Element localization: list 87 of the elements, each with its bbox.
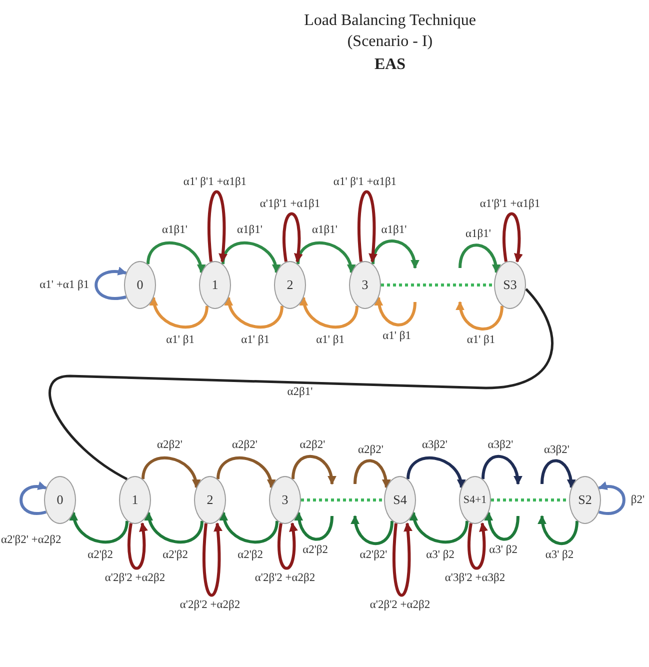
edge-label: α1β1': [464, 227, 492, 241]
state-node: 1: [119, 476, 151, 524]
arrow: [374, 296, 416, 326]
arrow: [351, 515, 394, 545]
arrow: [220, 512, 278, 544]
edge-label: α2β2': [156, 438, 184, 452]
state-node: 2: [274, 261, 306, 309]
edge-label: α1' β'1 +α1β1: [332, 174, 398, 189]
edge-label: α3β2': [486, 438, 514, 452]
edge-label: α1' β'1 +α1β1: [182, 174, 248, 189]
state-node: 3: [349, 261, 381, 309]
state-node: 3: [269, 476, 301, 524]
state-node: 0: [124, 261, 156, 309]
arrow: [484, 512, 520, 541]
edge-label: α1β1': [380, 223, 408, 238]
self-loop-arrow: [128, 522, 148, 570]
arrow: [540, 459, 576, 488]
edge-label: α'2β'2 +α2β2: [178, 598, 242, 612]
state-node: 0: [44, 476, 76, 524]
edge-label: α1β1': [310, 223, 338, 238]
dotted-line: [491, 498, 569, 502]
arrow: [142, 456, 200, 488]
self-loop-arrow: [278, 522, 298, 570]
arrow: [456, 301, 504, 330]
self-loop-arrow: [20, 482, 47, 515]
arrow: [294, 512, 334, 541]
arrow: [482, 455, 522, 485]
self-loop-arrow: [282, 212, 303, 263]
arrow: [145, 512, 204, 544]
edge-label: α2'β2: [302, 543, 330, 557]
arrow: [354, 459, 390, 488]
arrow: [70, 512, 128, 544]
edge-label: α1' β1: [165, 332, 196, 347]
edge-label: α1' β1: [382, 329, 412, 343]
self-loop-arrow: [392, 522, 412, 596]
edge-label: α2β2': [356, 443, 384, 457]
edge-label: α3' β2: [425, 548, 456, 562]
state-node: 2: [194, 476, 226, 524]
edge-label: α3β2': [542, 443, 570, 457]
edge-label: α2β1': [286, 385, 314, 399]
edge-label: α2'β2: [162, 548, 190, 562]
arrow: [292, 455, 336, 485]
dotted-line: [301, 498, 384, 502]
edge-label: α3' β2: [488, 543, 518, 557]
edge-label: α'2β'2 +α2β2: [254, 571, 316, 586]
state-node: S4: [384, 476, 416, 524]
edge-label: α1β1': [236, 223, 264, 238]
self-loop-arrow: [202, 522, 222, 596]
edge-label: α2'β2: [86, 548, 114, 562]
edge-label: α1' β1: [240, 332, 270, 347]
state-node: S2: [569, 476, 601, 524]
edge-label: α1' +α1 β1: [38, 278, 90, 292]
edge-label: α'2β'2 +α2β2: [104, 571, 166, 586]
self-loop-arrow: [208, 190, 228, 263]
state-node: 1: [199, 261, 231, 309]
arrow: [538, 515, 578, 545]
arrow: [296, 242, 355, 274]
edge-label: α3β2': [420, 438, 448, 452]
edge-label: α2'β2: [236, 548, 264, 562]
edge-label: β2': [630, 493, 646, 507]
self-loop-arrow: [502, 212, 523, 263]
connector-line: [48, 288, 554, 480]
state-node: S3: [494, 261, 526, 309]
edge-label: α'1β'1 +α1β1: [258, 196, 322, 211]
self-loop-arrow: [358, 190, 378, 263]
edge-label: α2β2': [230, 438, 258, 452]
edge-label: α1β1': [160, 223, 188, 238]
edge-label: α'3β'2 +α3β2: [444, 571, 506, 586]
self-loop-arrow: [598, 482, 626, 515]
arrow: [222, 242, 280, 274]
self-loop-arrow: [94, 267, 127, 300]
state-node: S4+1: [459, 476, 491, 524]
diagram-title: Load Balancing Technique (Scenario - I): [303, 11, 477, 52]
edge-label: α1' β1: [315, 332, 346, 347]
dotted-line: [381, 284, 494, 286]
self-loop-arrow: [468, 522, 488, 570]
edge-label: α1' β1: [466, 332, 496, 347]
arrow: [410, 512, 468, 544]
arrow: [372, 240, 419, 269]
edge-label: α2'β2': [358, 548, 388, 562]
edge-label: α2β2': [298, 438, 326, 452]
edge-label: α1'β'1 +α1β1: [478, 196, 542, 211]
edge-label: α2'β2' +α2β2: [0, 533, 62, 547]
edge-label: α'2β'2 +α2β2: [368, 598, 432, 612]
edge-label: α3' β2: [544, 548, 575, 562]
arrow: [458, 244, 500, 274]
diagram-subtitle: EAS: [373, 56, 407, 74]
